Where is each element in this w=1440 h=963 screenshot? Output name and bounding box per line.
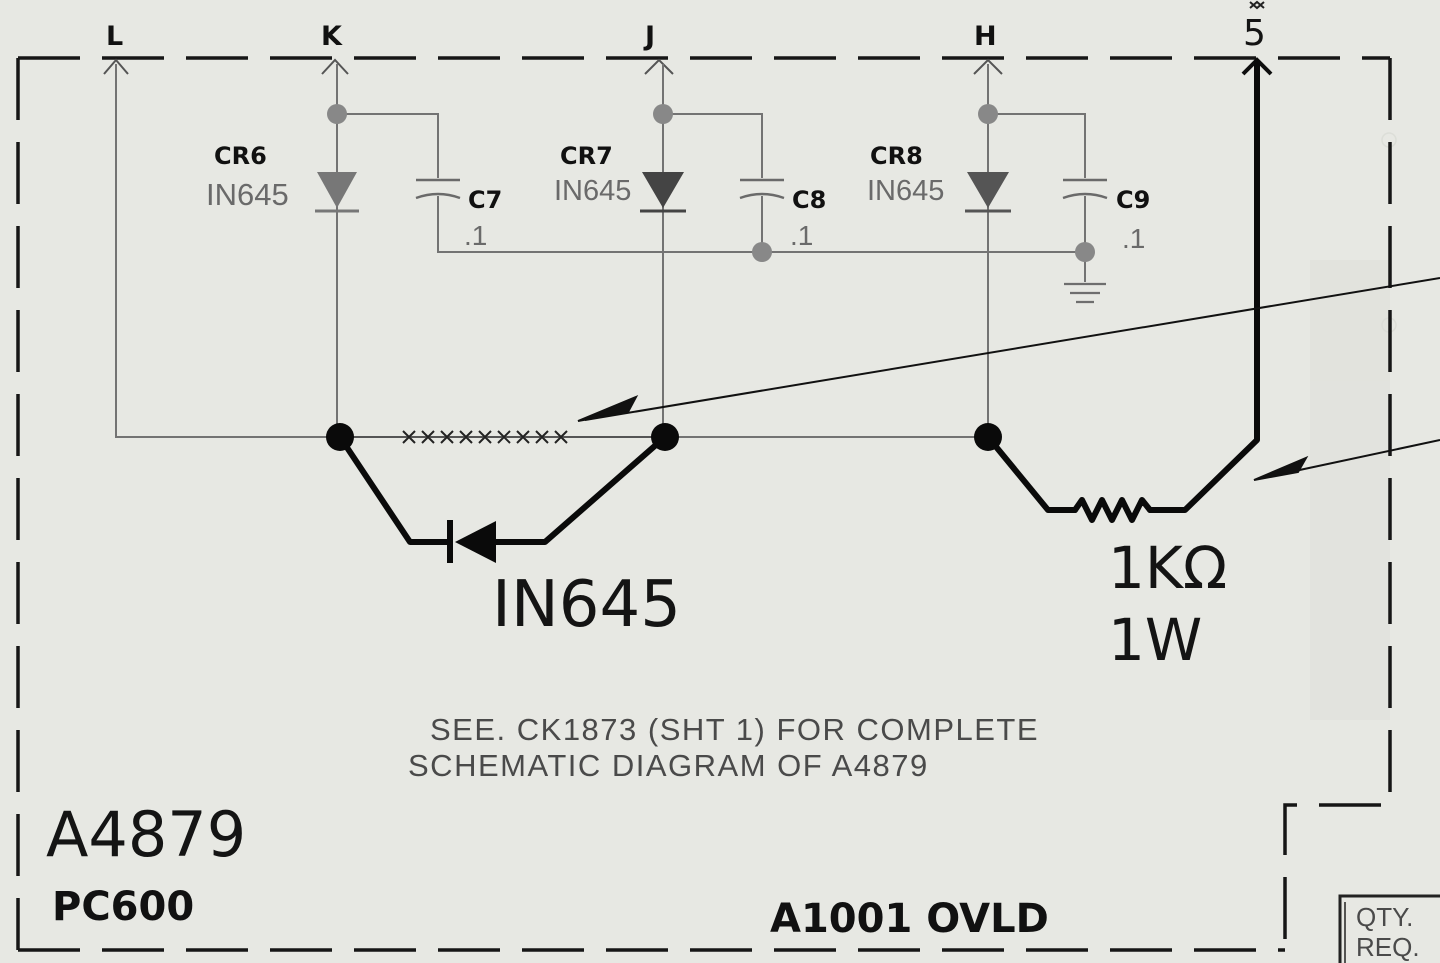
terminal-label-j: J <box>643 21 655 52</box>
cr8-ref: CR8 <box>870 142 923 170</box>
terminal-label-5: 5 <box>1243 13 1266 54</box>
c8-ref: C8 <box>792 186 826 214</box>
cr6-ref: CR6 <box>214 142 267 170</box>
capacitor-c7 <box>415 178 461 200</box>
terminal-arrows <box>103 58 1003 75</box>
leader-lines <box>577 277 1440 481</box>
reference-note: SEE. CK1873 (SHT 1) FOR COMPLETE SCHEMAT… <box>408 712 1039 783</box>
added-diode-symbol <box>447 520 496 563</box>
terminal-label-l: L <box>106 21 123 52</box>
c7-ref: C7 <box>468 186 502 214</box>
added-diode-label: IN645 <box>492 568 681 642</box>
qty-label: QTY. <box>1356 902 1413 932</box>
c8-value: .1 <box>790 220 813 251</box>
pin5-caret-mark <box>1249 0 1265 10</box>
original-wiring <box>115 64 1086 438</box>
cr8-part: IN645 <box>867 175 944 207</box>
cr6-part: IN645 <box>206 177 289 212</box>
resistor-power-label: 1W <box>1108 606 1202 674</box>
added-resistor-circuit <box>985 59 1260 523</box>
diode-cr7-symbol <box>640 172 686 213</box>
board-function-label: A1001 OVLD <box>770 896 1049 942</box>
req-label: REQ. <box>1356 932 1420 962</box>
c9-ref: C9 <box>1116 186 1150 214</box>
c9-value: .1 <box>1122 223 1145 254</box>
title-block-qty: QTY. REQ. <box>1338 894 1440 963</box>
terminal-label-k: K <box>321 21 343 52</box>
component-labels: CR6 IN645 CR7 IN645 CR8 IN645 C7 .1 C8 .… <box>206 142 1150 254</box>
terminal-labels: L K J H 5 <box>106 0 1266 54</box>
cr7-part: IN645 <box>554 175 631 207</box>
pencil-junctions <box>327 104 1095 262</box>
note-line-1: SEE. CK1873 (SHT 1) FOR COMPLETE <box>430 712 1039 747</box>
added-part-labels: IN645 1KΩ 1W <box>492 534 1227 674</box>
deleted-wire-marks <box>350 430 655 444</box>
board-identifiers: A4879 PC600 A1001 OVLD <box>46 798 1049 942</box>
cr7-ref: CR7 <box>560 142 613 170</box>
terminal-label-h: H <box>974 21 997 52</box>
diode-cr6-symbol <box>315 172 359 213</box>
diode-cr8-symbol <box>965 172 1011 213</box>
c7-value: .1 <box>464 220 487 251</box>
assembly-number: A4879 <box>46 798 246 871</box>
added-diode-circuit <box>337 434 667 545</box>
ground-symbol <box>1064 282 1106 304</box>
board-outline <box>16 56 1392 952</box>
ink-junctions <box>326 423 1002 451</box>
paper-texture <box>1310 132 1397 720</box>
note-line-2: SCHEMATIC DIAGRAM OF A4879 <box>408 748 929 783</box>
capacitor-c8 <box>739 178 785 200</box>
pc-number: PC600 <box>52 884 194 930</box>
resistor-value-label: 1KΩ <box>1108 534 1227 602</box>
capacitor-c9 <box>1062 178 1108 200</box>
